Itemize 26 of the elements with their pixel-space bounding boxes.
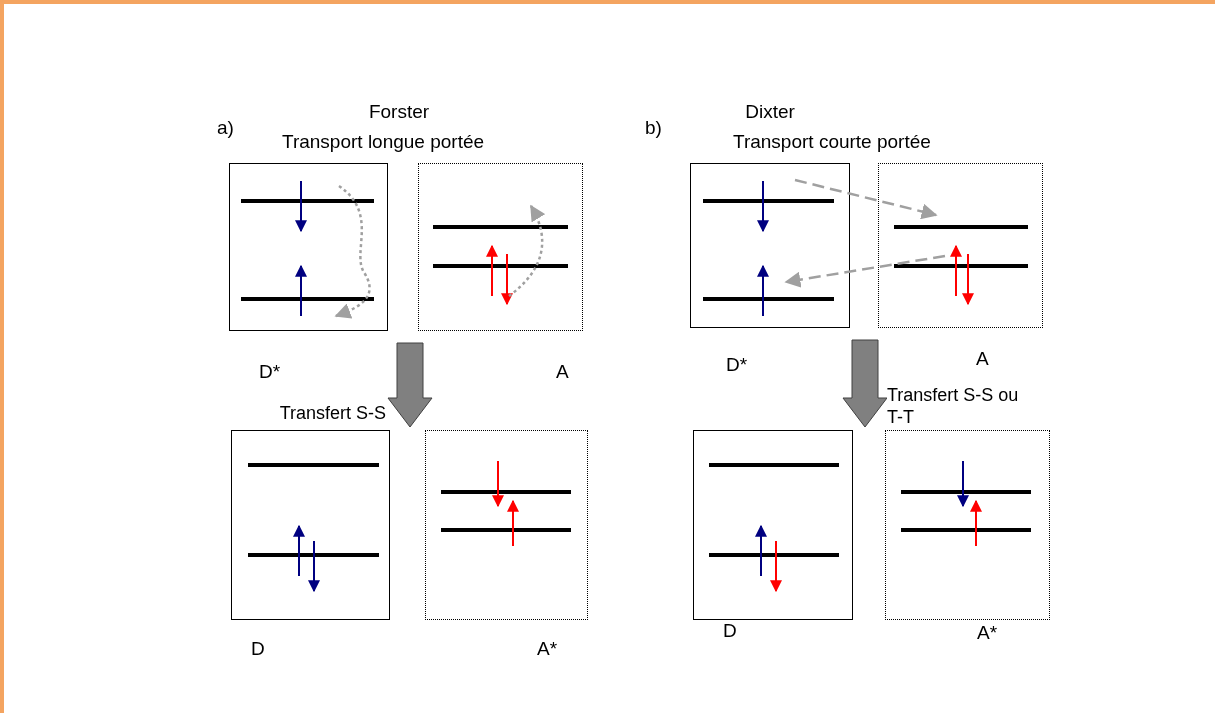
heading-text: Forster [367,101,431,123]
energy-level-box [418,163,583,331]
heading-text: Transport longue portée [282,131,485,153]
state-label: D [723,620,737,642]
state-label: D* [726,354,748,376]
dashed-arrow [794,178,938,220]
energy-level-box [231,430,390,620]
heading-text: Transport courte portée [733,131,931,153]
energy-level-box [885,430,1050,620]
state-label: A* [537,638,558,660]
energy-level-box [690,163,850,328]
state-label: A* [977,622,998,644]
energy-level-box [878,163,1043,328]
heading-text: Dixter [744,101,796,123]
state-label: A [976,348,989,370]
panel-label: b) [645,117,662,139]
state-label: D* [259,361,281,383]
dashed-arrow [784,254,946,288]
panel-label: a) [217,117,234,139]
block-arrow [842,339,888,428]
energy-level-box [229,163,388,331]
block-arrow [387,342,433,428]
energy-level-box [693,430,853,620]
energy-level-box [425,430,588,620]
state-label: D [251,638,265,660]
state-label: A [556,361,569,383]
